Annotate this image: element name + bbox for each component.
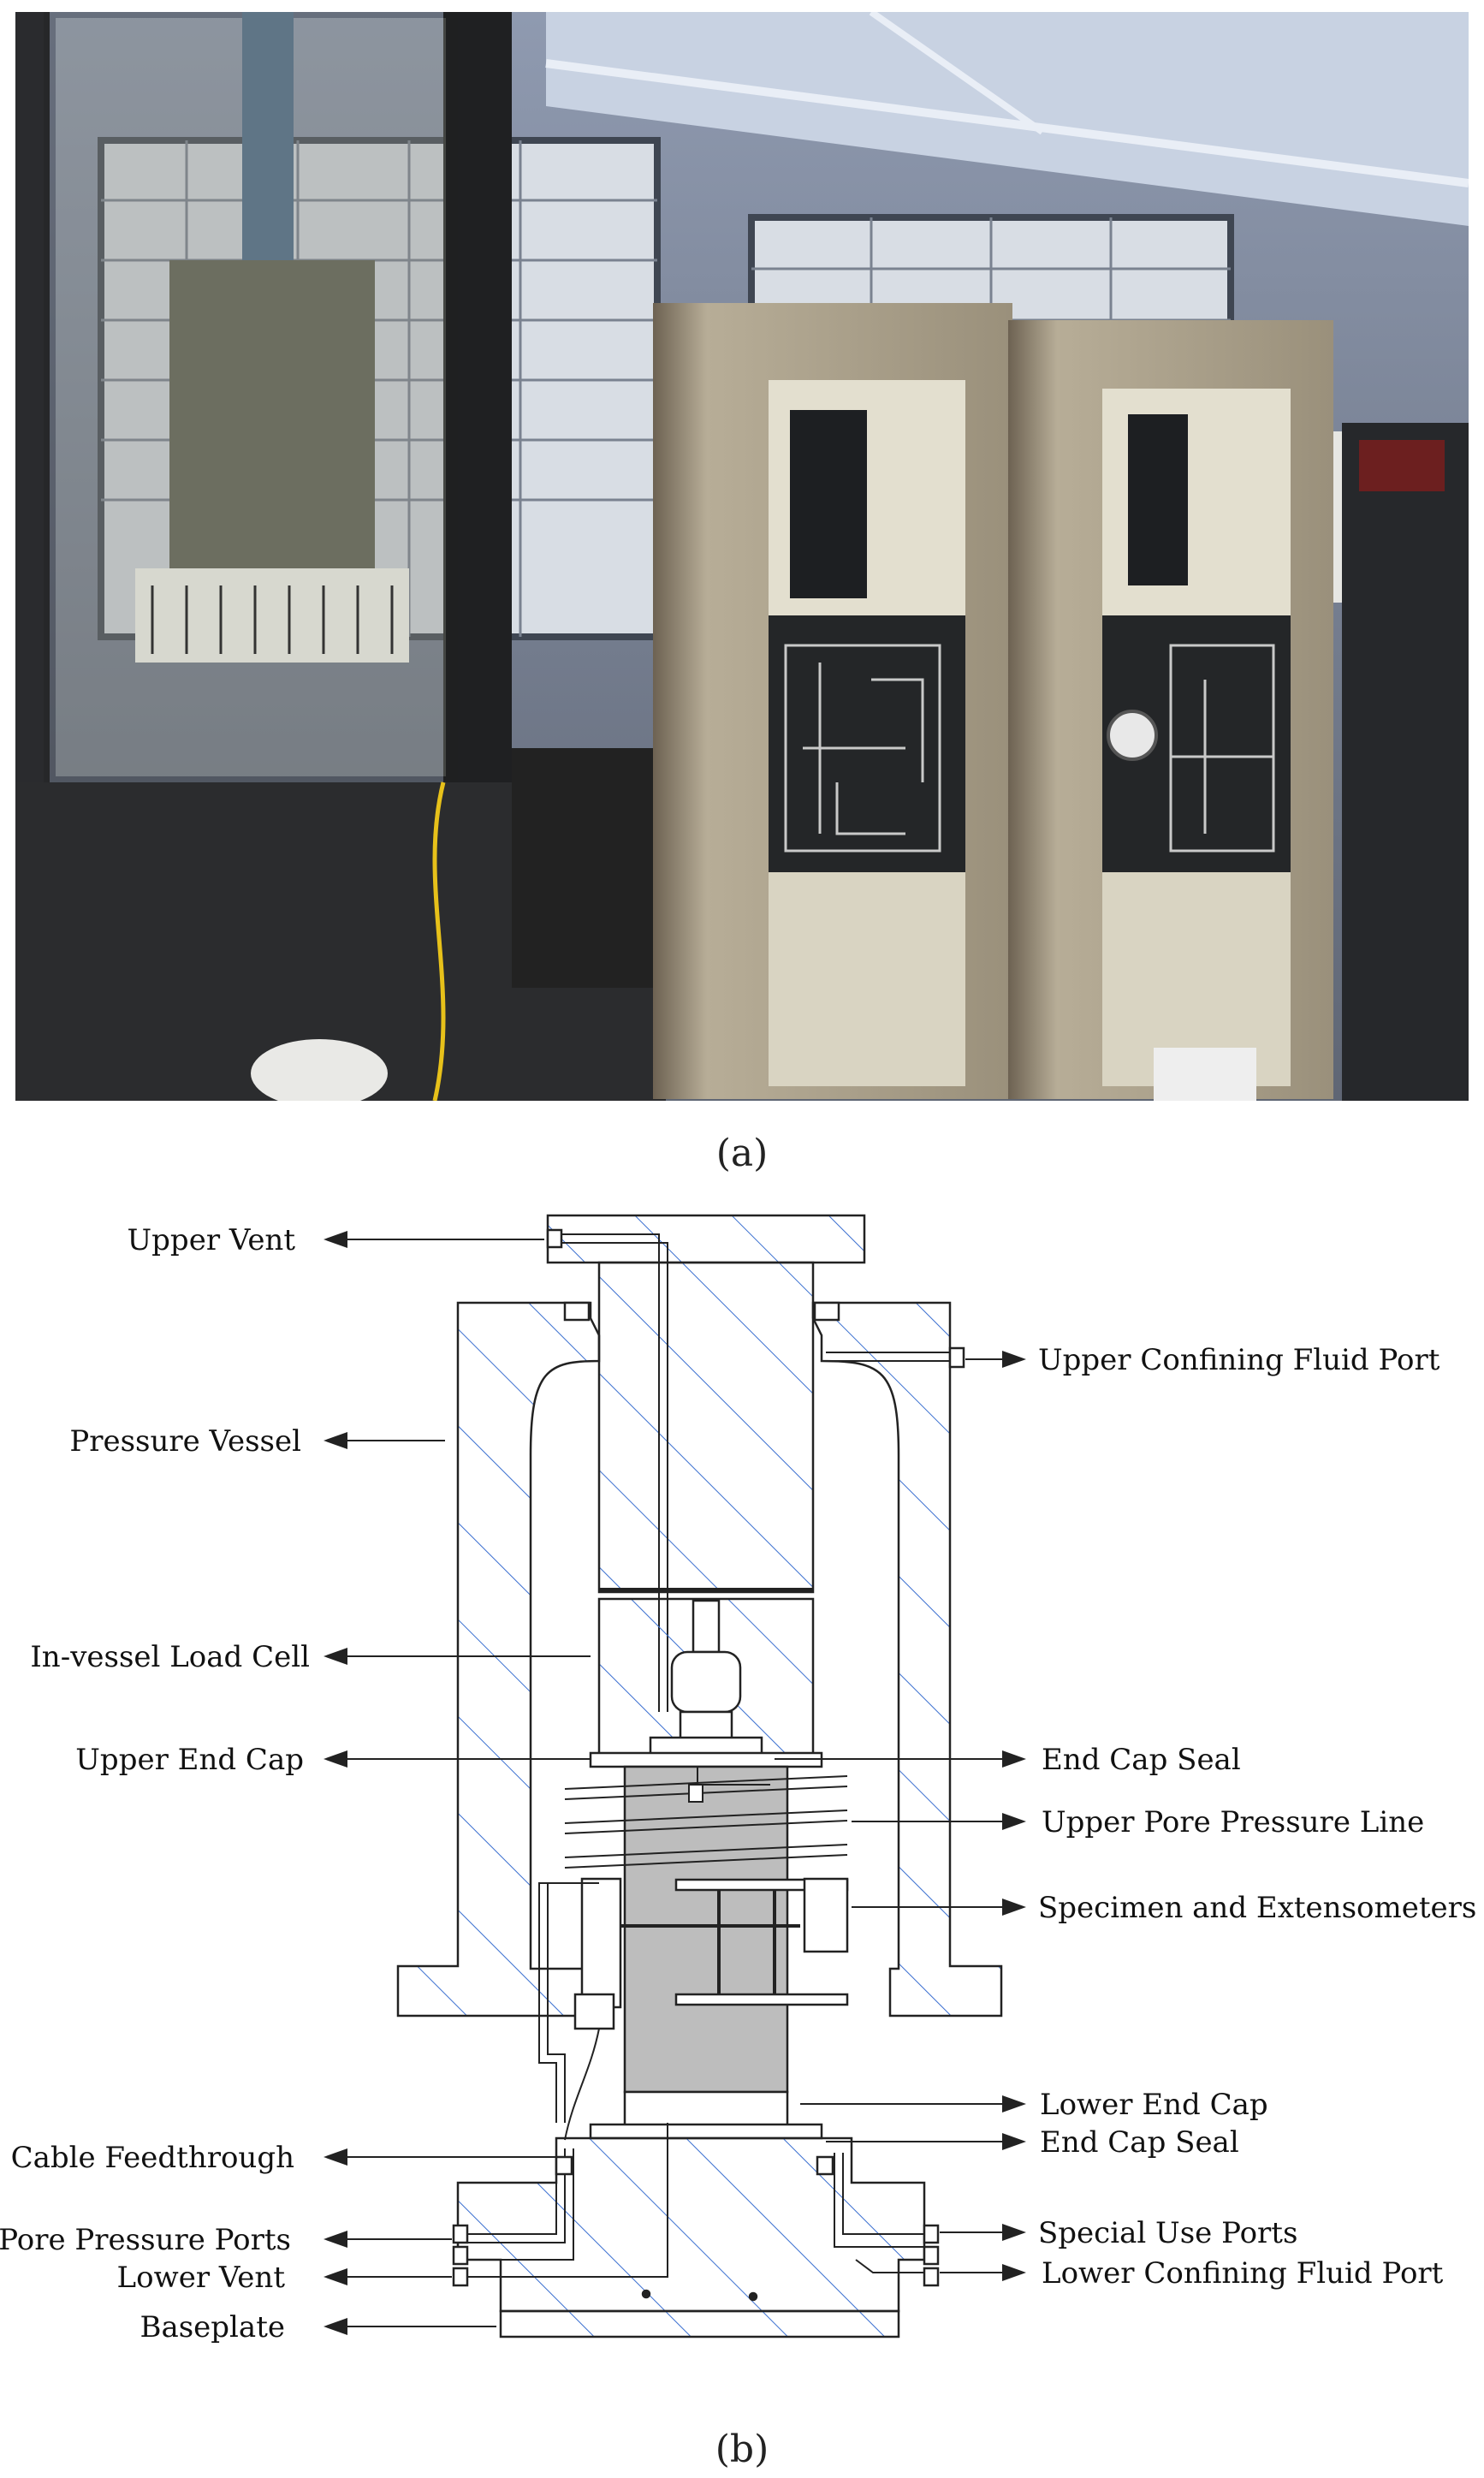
label-cable-feedthrough: Cable Feedthrough (11, 2141, 294, 2175)
lower-end-cap (538, 1882, 823, 2140)
caption-b: (b) (715, 2427, 769, 2471)
load-cell (597, 1597, 815, 1759)
label-upper-confining-fluid-port: Upper Confining Fluid Port (1038, 1343, 1440, 1377)
label-upper-pore-pressure-line: Upper Pore Pressure Line (1042, 1805, 1424, 1839)
label-lower-vent: Lower Vent (117, 2261, 286, 2295)
pore-pressure-coil (564, 1767, 848, 1869)
baseplate (452, 2123, 940, 2338)
label-in-vessel-load-cell: In-vessel Load Cell (30, 1640, 310, 1674)
extensometers (564, 1877, 849, 2141)
loading-frame (15, 12, 683, 1101)
label-end-cap-seal-upper: End Cap Seal (1042, 1743, 1241, 1777)
vessel-cross-section: Upper Vent Pressure Vessel In-vessel Loa… (0, 1214, 1476, 2344)
label-end-cap-seal-lower: End Cap Seal (1040, 2125, 1239, 2160)
label-specimen-and-extensometers: Specimen and Extensometers (1038, 1891, 1476, 1925)
label-lower-end-cap: Lower End Cap (1040, 2088, 1268, 2122)
label-special-use-ports: Special Use Ports (1038, 2216, 1297, 2250)
label-pressure-vessel: Pressure Vessel (69, 1424, 301, 1459)
leader-lines-right (775, 1351, 1026, 2281)
label-upper-vent: Upper Vent (128, 1223, 296, 1257)
control-cabinet (653, 303, 1012, 1099)
label-upper-end-cap: Upper End Cap (75, 1743, 304, 1777)
upper-piston (546, 1214, 866, 1712)
lab-photo (15, 12, 1469, 1101)
label-pore-pressure-ports: Pore Pressure Ports (0, 2223, 291, 2257)
label-baseplate: Baseplate (139, 2310, 285, 2344)
caption-a: (a) (715, 1132, 769, 1175)
control-cabinet (1008, 320, 1333, 1099)
label-lower-confining-fluid-port: Lower Confining Fluid Port (1042, 2256, 1444, 2291)
specimen (623, 1765, 789, 2094)
leader-lines-left (324, 1231, 591, 2335)
